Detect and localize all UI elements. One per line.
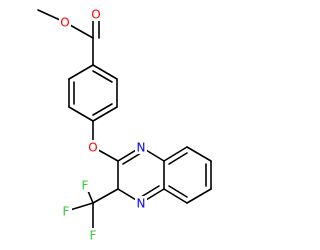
bond-pyrazine-4-inner <box>140 185 160 198</box>
bond-benzene-6 <box>68 64 94 80</box>
atom-f-top-label: F <box>82 179 89 193</box>
bond-layer <box>37 9 212 231</box>
atom-o-carbonyl-label: O <box>91 8 100 22</box>
bond-o-carbonyl-c <box>69 24 94 39</box>
atom-f-left-label: F <box>63 205 70 219</box>
bond-pyrazine-1-inner <box>122 152 142 165</box>
atom-o-ether: O <box>87 140 99 155</box>
bond-benzo-5 <box>163 188 188 204</box>
bond-benzene-inner-1 <box>92 70 113 83</box>
bond-benzene-inner-2 <box>92 103 113 116</box>
bond-methyl-o <box>37 9 61 21</box>
atom-f-bottom: F <box>87 228 99 243</box>
bond-benzo-4 <box>186 188 212 204</box>
bond-benzo-inner-3 <box>168 185 188 198</box>
molecule-drawing: O O O N N F F F <box>37 7 212 243</box>
atom-n-upper: N <box>135 140 147 155</box>
atom-f-top: F <box>79 178 91 193</box>
atom-label-layer: O O O N N F F F <box>59 7 147 243</box>
atom-f-bottom-label: F <box>90 229 97 243</box>
bond-benzo-inner-1 <box>168 152 188 165</box>
atom-o-ester: O <box>59 15 71 30</box>
bond-benzene-4 <box>68 106 94 122</box>
atom-n-upper-label: N <box>137 141 146 155</box>
structure-canvas: O O O N N F F F <box>37 7 212 243</box>
atom-o-carbonyl: O <box>90 7 102 22</box>
atom-o-ester-label: O <box>60 16 69 30</box>
atom-o-ether-label: O <box>88 141 97 155</box>
atom-n-lower-label: N <box>137 197 146 211</box>
atom-f-left: F <box>60 204 72 219</box>
bond-benzene-3 <box>92 106 118 122</box>
bond-ring-to-cf3 <box>92 188 119 204</box>
bond-cf3-f-left <box>69 202 94 211</box>
bond-benzene-1 <box>92 64 118 80</box>
bond-benzo-2 <box>186 146 212 162</box>
bond-benzo-1 <box>163 146 188 162</box>
atom-n-lower: N <box>135 196 147 211</box>
